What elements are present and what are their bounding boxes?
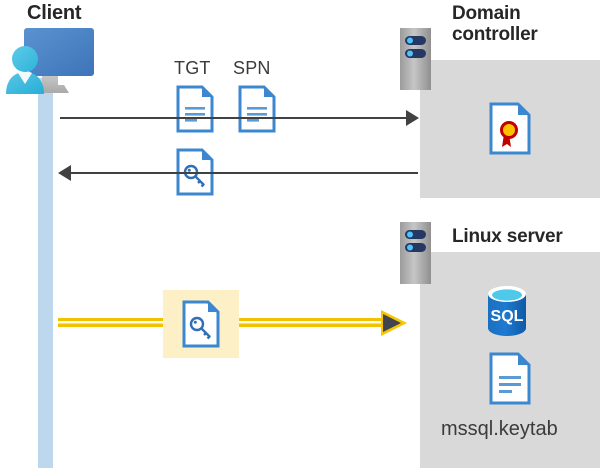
spn-label: SPN [233, 58, 271, 78]
server-rack-icon [400, 28, 431, 90]
request-arrowhead [406, 110, 419, 126]
response-arrow-line [70, 172, 418, 174]
response-arrowhead [58, 165, 71, 181]
auth-arrow-line-left [58, 318, 168, 327]
user-computer-icon [4, 26, 96, 100]
tgt-document-icon [176, 85, 214, 133]
key-document-icon [182, 300, 220, 348]
linux-server-title: Linux server [452, 226, 563, 247]
domain-controller-title: Domain controller [452, 3, 538, 46]
spn-document-icon [238, 85, 276, 133]
client-lifeline [38, 78, 53, 468]
keytab-document-icon [489, 352, 531, 405]
server-rack-icon [400, 222, 431, 284]
request-arrow-line [60, 117, 413, 119]
tgt-label: TGT [174, 58, 211, 78]
keytab-filename-label: mssql.keytab [441, 418, 558, 440]
sql-database-icon: SQL [483, 285, 531, 337]
auth-arrowhead-inner [383, 314, 401, 332]
auth-arrow-line-right [226, 318, 387, 327]
certificate-document-icon [489, 102, 531, 155]
sql-label: SQL [491, 308, 524, 325]
client-title: Client [27, 2, 82, 24]
